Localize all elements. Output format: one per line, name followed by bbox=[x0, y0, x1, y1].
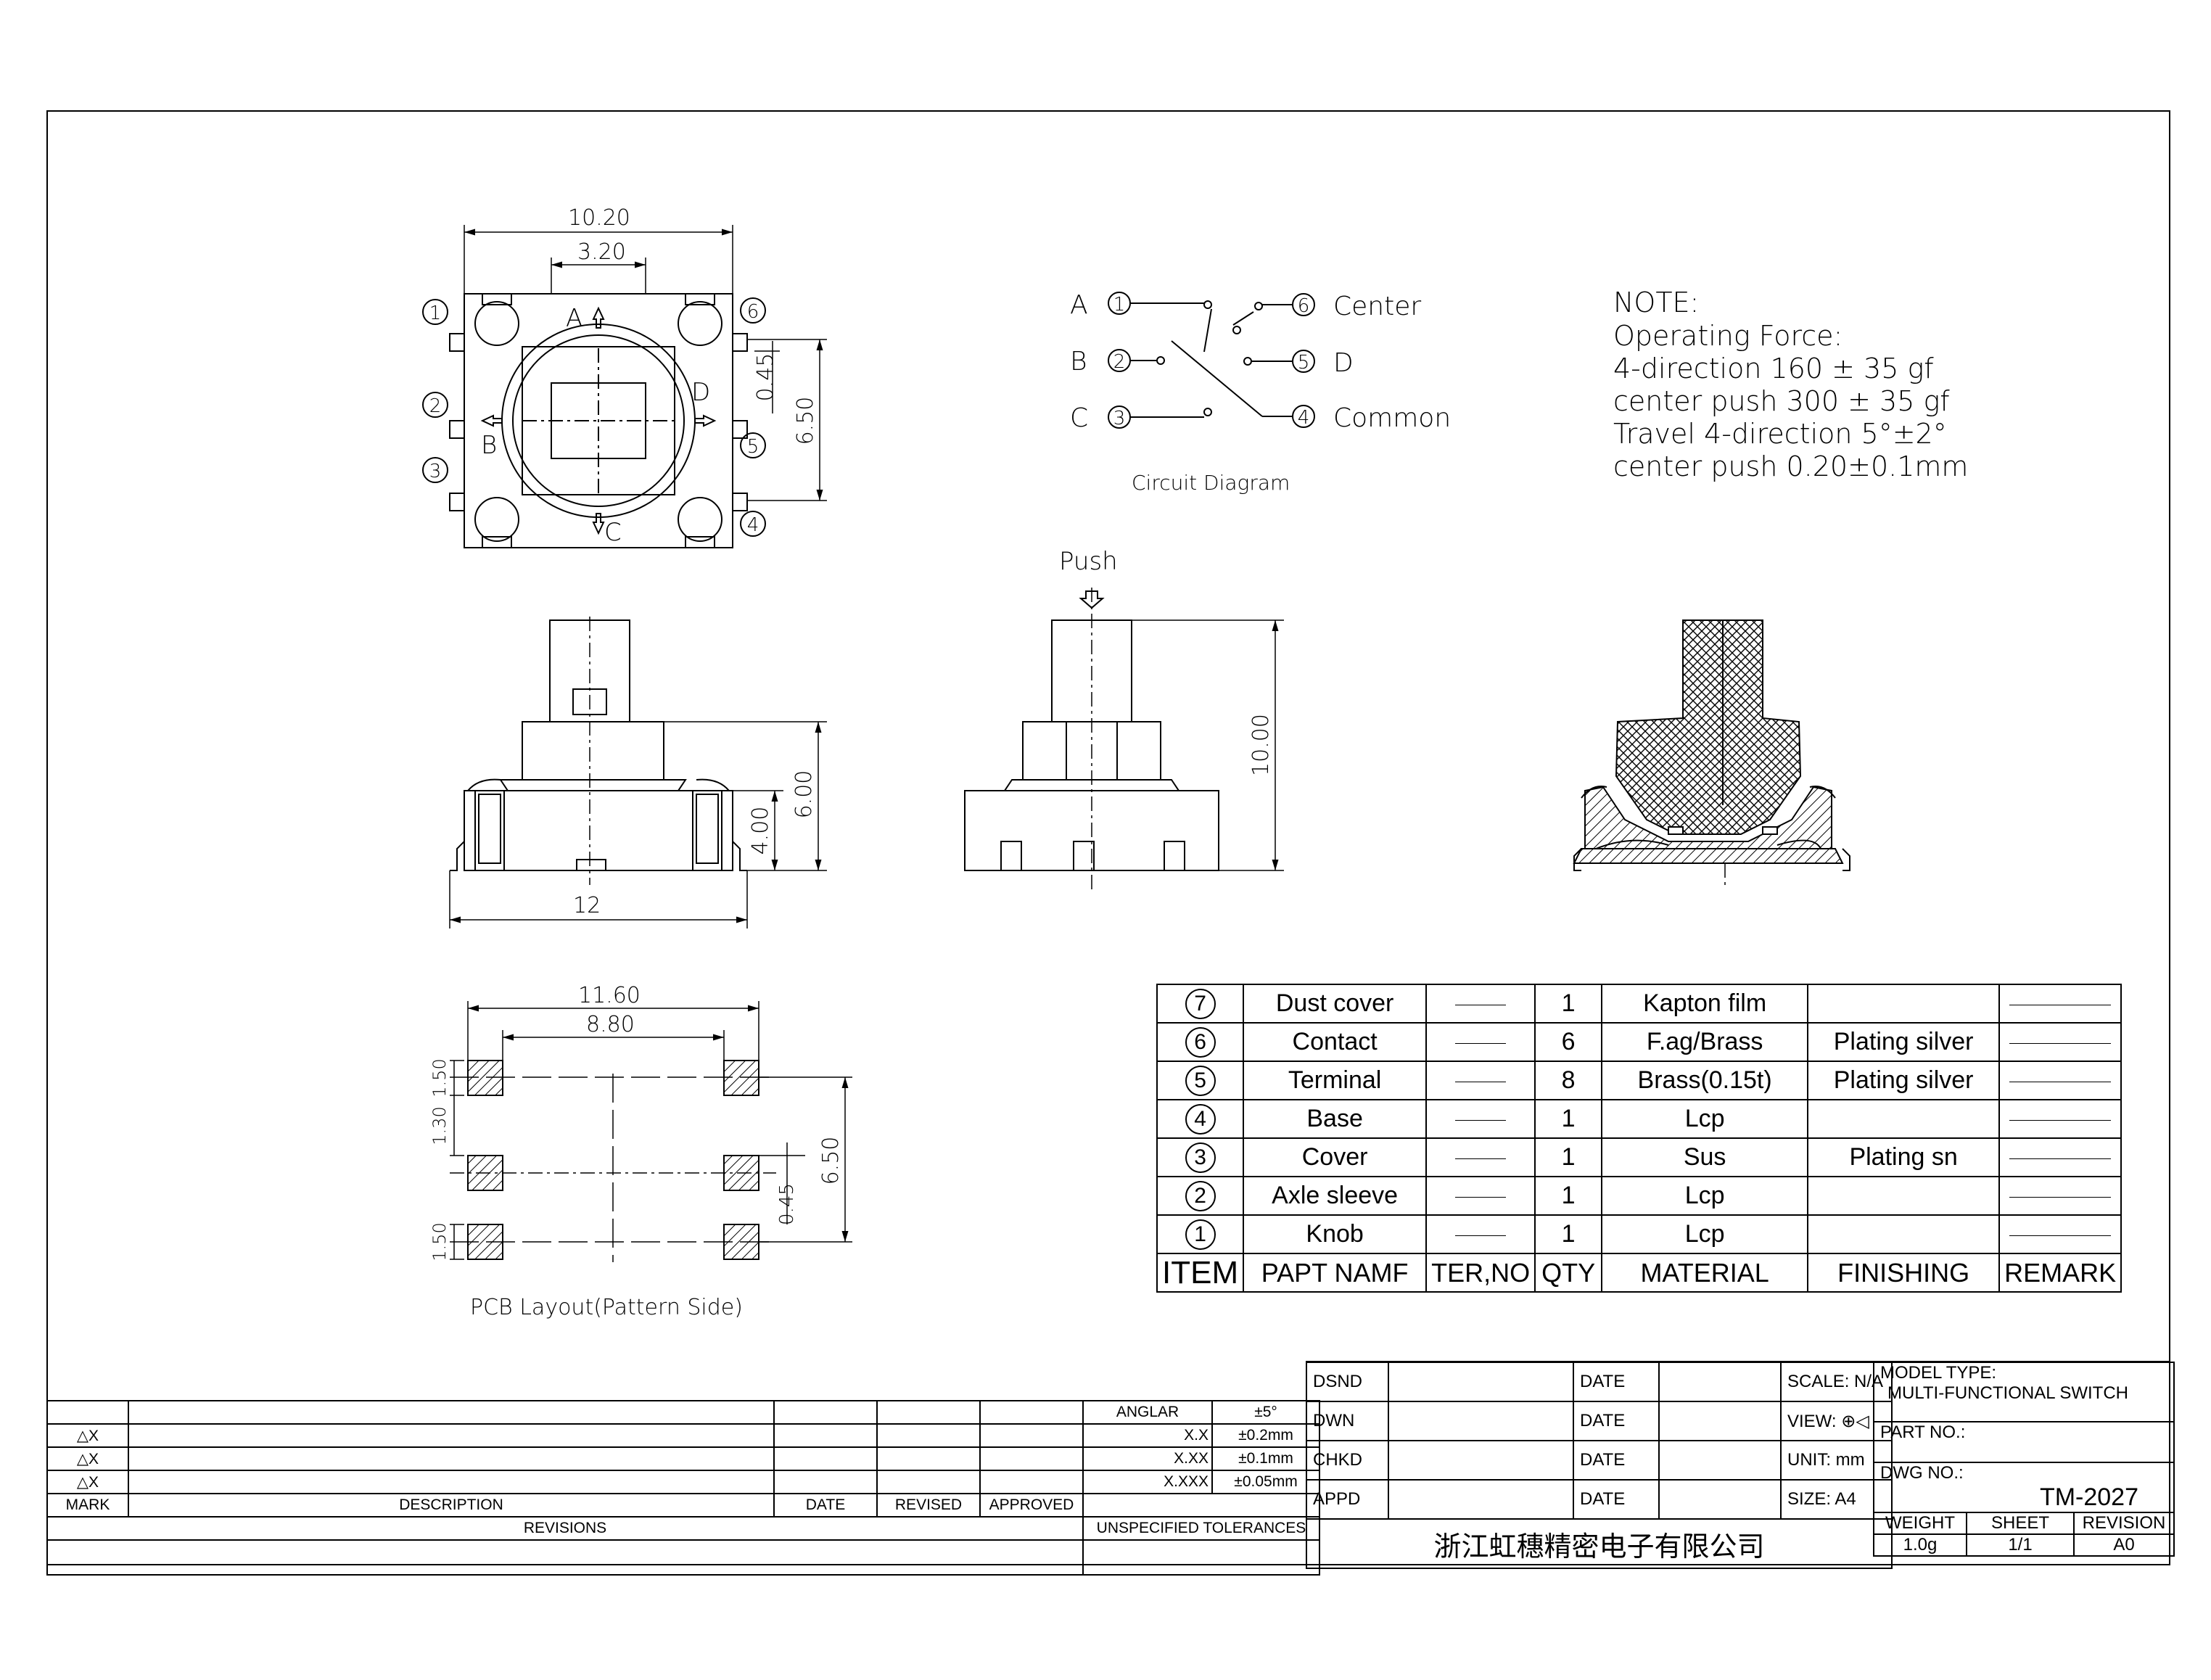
table-row: 6 Contact 6 F.ag/Brass Plating silver bbox=[1156, 1022, 2123, 1062]
svg-text:A: A bbox=[1070, 290, 1088, 320]
svg-text:Travel 4-direction 5°±2°: Travel 4-direction 5°±2° bbox=[1613, 418, 1947, 450]
svg-text:5: 5 bbox=[747, 436, 759, 458]
svg-text:4.00: 4.00 bbox=[748, 807, 773, 855]
svg-text:D: D bbox=[691, 378, 710, 407]
svg-text:5: 5 bbox=[1298, 352, 1310, 374]
side-view bbox=[964, 588, 1284, 892]
svg-text:A: A bbox=[566, 304, 582, 333]
pcb-layout bbox=[450, 1001, 852, 1262]
svg-text:11.60: 11.60 bbox=[578, 983, 641, 1008]
top-view-labels: 10.20 3.20 0.45 6.50 1 2 3 4 5 6 A B C D bbox=[429, 205, 818, 547]
title-block: DSND DATE SCALE: N/A DWN DATE VIEW: ⊕◁ C… bbox=[1306, 1362, 1893, 1569]
svg-text:8.80: 8.80 bbox=[586, 1012, 635, 1037]
front-view-labels: 4.00 6.00 12 bbox=[573, 770, 817, 918]
pcb-caption: PCB Layout(Pattern Side) bbox=[470, 1295, 743, 1320]
svg-text:1.50: 1.50 bbox=[429, 1222, 450, 1261]
note-block: NOTE: Operating Force: 4-direction 160 ±… bbox=[1613, 287, 1968, 482]
dim-inner: 3.20 bbox=[577, 239, 626, 265]
table-row: 3 Cover 1 Sus Plating sn bbox=[1156, 1137, 2123, 1177]
svg-text:C: C bbox=[1070, 403, 1088, 433]
table-row: 4 Base 1 Lcp bbox=[1156, 1099, 2123, 1139]
dim-width: 10.20 bbox=[568, 205, 630, 231]
svg-text:2: 2 bbox=[429, 395, 442, 417]
svg-text:4: 4 bbox=[1298, 407, 1310, 429]
model-block: MODEL TYPE: MULTI-FUNCTIONAL SWITCH PART… bbox=[1873, 1362, 2175, 1557]
dim-pitch: 0.45 bbox=[753, 353, 778, 402]
svg-text:0.45: 0.45 bbox=[776, 1183, 798, 1225]
circuit-caption: Circuit Diagram bbox=[1132, 471, 1290, 495]
table-row: 7 Dust cover 1 Kapton film bbox=[1156, 984, 2123, 1024]
company-name: 浙江虹穗精密电子有限公司 bbox=[1306, 1518, 1893, 1569]
svg-text:1: 1 bbox=[1113, 294, 1126, 316]
dim-height: 6.50 bbox=[793, 397, 818, 445]
svg-text:Operating Force:: Operating Force: bbox=[1613, 320, 1842, 352]
svg-text:6.50: 6.50 bbox=[818, 1137, 844, 1185]
svg-text:B: B bbox=[1070, 347, 1087, 376]
svg-text:Push: Push bbox=[1059, 547, 1118, 576]
table-row: 2 Axle sleeve 1 Lcp bbox=[1156, 1176, 2123, 1216]
revisions-table: ANGLAR ±5° △X X.X ±0.2mm △X X.XX ±0.1mm … bbox=[46, 1400, 1320, 1576]
svg-text:B: B bbox=[481, 431, 497, 460]
svg-text:12: 12 bbox=[573, 893, 601, 918]
front-view bbox=[449, 617, 827, 928]
svg-text:D: D bbox=[1333, 348, 1354, 378]
svg-text:10.00: 10.00 bbox=[1248, 714, 1274, 776]
svg-text:center push 300 ± 35 gf: center push 300 ± 35 gf bbox=[1613, 385, 1950, 417]
svg-text:3: 3 bbox=[429, 461, 442, 482]
svg-text:Common: Common bbox=[1333, 403, 1451, 433]
svg-text:4-direction 160 ± 35 gf: 4-direction 160 ± 35 gf bbox=[1613, 353, 1934, 384]
section-view bbox=[1573, 619, 1850, 889]
circuit-labels: A B C 1 2 3 6 5 4 Center D Common Circui… bbox=[1070, 290, 1451, 495]
svg-text:center push 0.20±0.1mm: center push 0.20±0.1mm bbox=[1613, 450, 1968, 482]
svg-text:1.30: 1.30 bbox=[429, 1106, 450, 1145]
table-row: 5 Terminal 8 Brass(0.15t) Plating silver bbox=[1156, 1061, 2123, 1100]
circuit-diagram bbox=[1108, 292, 1315, 429]
svg-text:1.50: 1.50 bbox=[429, 1058, 450, 1097]
svg-text:6: 6 bbox=[1298, 295, 1310, 317]
svg-text:NOTE:: NOTE: bbox=[1613, 287, 1699, 318]
side-view-labels: Push 10.00 bbox=[1059, 547, 1274, 776]
svg-text:Center: Center bbox=[1333, 292, 1421, 321]
pcb-labels: 11.60 8.80 1.50 1.30 1.50 0.45 6.50 PCB … bbox=[429, 983, 844, 1320]
parts-table: 7 Dust cover 1 Kapton film 6 Contact 6 F… bbox=[1156, 984, 2123, 1293]
table-header-row: ITEM PAPT NAMF TER,NO QTY MATERIAL FINIS… bbox=[1156, 1253, 2123, 1293]
svg-text:1: 1 bbox=[429, 302, 442, 324]
svg-text:6.00: 6.00 bbox=[791, 770, 817, 819]
svg-text:6: 6 bbox=[747, 301, 759, 323]
projection-symbol-icon: ⊕◁ bbox=[1836, 1411, 1869, 1431]
dwg-number: TM-2027 bbox=[2039, 1483, 2138, 1511]
svg-text:4: 4 bbox=[747, 514, 759, 536]
table-row: 1 Knob 1 Lcp bbox=[1156, 1214, 2123, 1254]
svg-text:3: 3 bbox=[1113, 408, 1126, 429]
top-view bbox=[422, 225, 827, 548]
svg-text:C: C bbox=[604, 518, 622, 547]
svg-text:2: 2 bbox=[1113, 351, 1126, 373]
